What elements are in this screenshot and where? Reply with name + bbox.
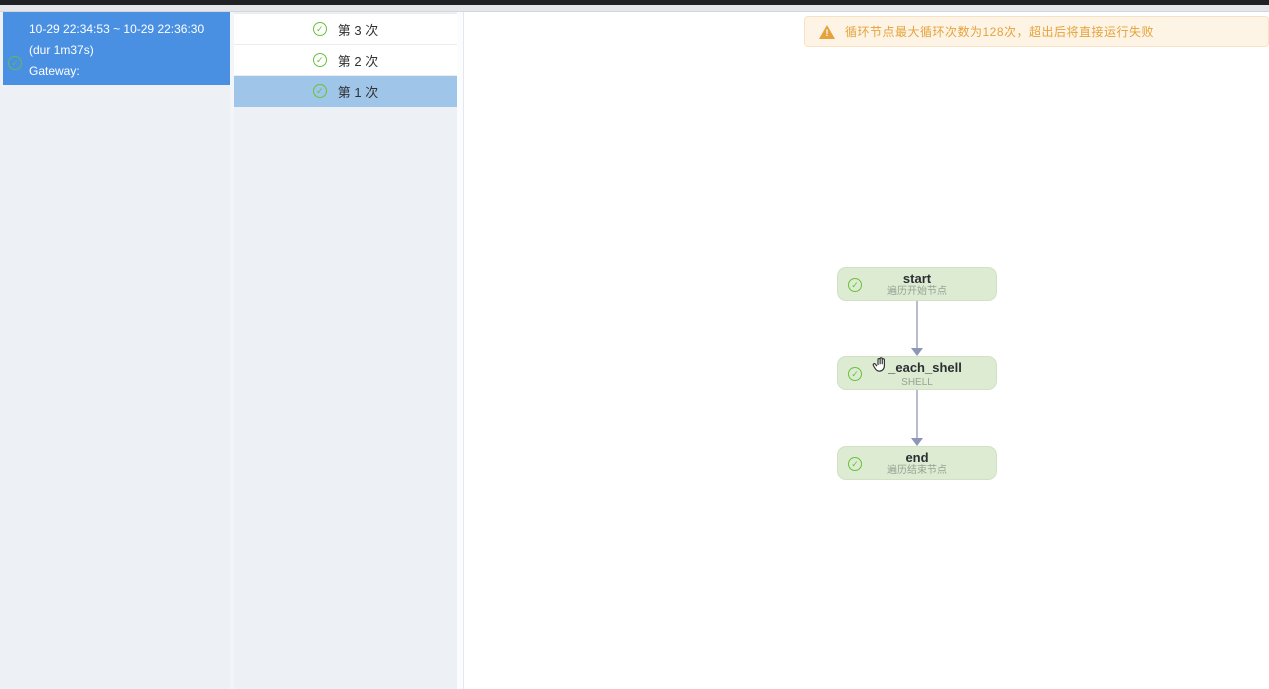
node-subtitle: 遍历开始节点 (887, 285, 947, 297)
arrowhead-icon (911, 438, 923, 446)
check-circle-icon (312, 53, 327, 67)
check-circle-icon (8, 56, 22, 70)
iteration-label: 第 2 次 (337, 53, 379, 69)
check-circle-icon (312, 22, 327, 36)
iteration-label: 第 1 次 (337, 84, 379, 100)
flow-node-start[interactable]: start 遍历开始节点 (837, 267, 997, 301)
iteration-label: 第 3 次 (337, 22, 379, 38)
flow-edge (916, 301, 918, 349)
arrowhead-icon (911, 348, 923, 356)
iteration-row-1-selected[interactable]: 第 1 次 (234, 76, 457, 107)
iteration-row-3[interactable]: 第 3 次 (234, 14, 457, 45)
window-top-edge (0, 0, 1269, 5)
flow-node-each-shell[interactable]: _each_shell SHELL (837, 356, 997, 390)
node-title: _each_shell (888, 359, 962, 375)
canvas-left-border (463, 12, 464, 689)
check-circle-icon (312, 84, 327, 98)
flow-canvas[interactable]: ! 循环节点最大循环次数为128次，超出后将直接运行失败 start 遍历开始节… (464, 12, 1269, 689)
check-circle-icon (848, 278, 862, 292)
node-title: end (905, 449, 929, 465)
iteration-list-panel: 第 3 次 第 2 次 第 1 次 (234, 12, 457, 689)
node-title: start (902, 270, 932, 286)
node-subtitle: 遍历结束节点 (887, 464, 947, 476)
check-circle-icon (848, 367, 862, 381)
warning-banner: ! 循环节点最大循环次数为128次，超出后将直接运行失败 (804, 16, 1269, 47)
run-gateway-label: Gateway: (29, 64, 80, 78)
canvas-left-gap (457, 12, 463, 689)
check-circle-icon (848, 457, 862, 471)
grab-hand-cursor-icon (872, 356, 889, 376)
iteration-list: 第 3 次 第 2 次 第 1 次 (234, 13, 457, 107)
iteration-row-2[interactable]: 第 2 次 (234, 45, 457, 76)
flow-edge (916, 390, 918, 439)
warning-text: 循环节点最大循环次数为128次，超出后将直接运行失败 (845, 25, 1155, 39)
window-chrome-strip (0, 5, 1269, 12)
node-subtitle: SHELL (901, 377, 933, 388)
flow-node-end[interactable]: end 遍历结束节点 (837, 446, 997, 480)
panel-divider (230, 12, 234, 689)
run-list-panel: 10-29 22:34:53 ~ 10-29 22:36:30 (dur 1m3… (0, 12, 230, 689)
run-time-range: 10-29 22:34:53 ~ 10-29 22:36:30 (dur 1m3… (29, 22, 205, 57)
warning-triangle-icon: ! (819, 24, 835, 39)
run-list-item-selected[interactable]: 10-29 22:34:53 ~ 10-29 22:36:30 (dur 1m3… (3, 12, 230, 85)
